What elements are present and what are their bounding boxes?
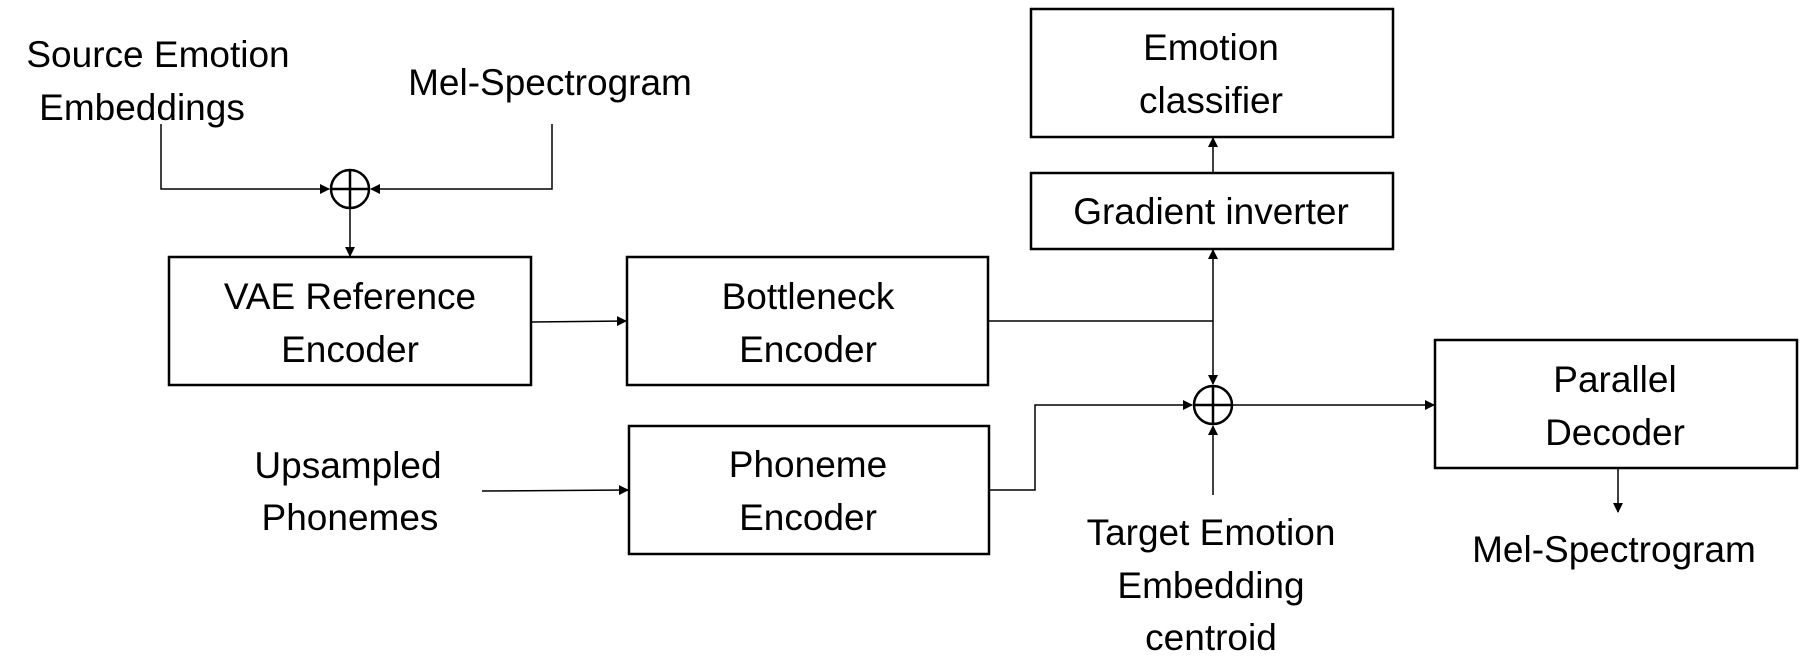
svg-text:Encoder: Encoder <box>281 329 419 370</box>
svg-text:Upsampled: Upsampled <box>254 445 441 486</box>
upsampled-to-phoneme-arrow <box>481 485 629 496</box>
svg-text:Bottleneck: Bottleneck <box>722 276 895 317</box>
svg-text:Phonemes: Phonemes <box>262 497 439 538</box>
phoneme-encoder-block: Phoneme Encoder <box>627 424 991 556</box>
svg-text:classifier: classifier <box>1139 80 1283 121</box>
svg-text:VAE Reference: VAE Reference <box>224 276 476 317</box>
svg-text:Gradient inverter: Gradient inverter <box>1073 191 1349 232</box>
vae-to-bottleneck-arrow <box>530 316 627 327</box>
svg-text:Emotion: Emotion <box>1143 27 1279 68</box>
phoneme-to-decoder-sum-arrow <box>989 400 1193 491</box>
svg-text:Embeddings: Embeddings <box>39 87 245 128</box>
source-emotion-embeddings-label: Source Emotion Embeddings <box>26 34 289 128</box>
emotion-classifier-block: Emotion classifier <box>1029 7 1395 139</box>
mel-input-to-sum-arrow <box>370 124 553 194</box>
svg-text:Parallel: Parallel <box>1553 359 1676 400</box>
bottleneck-encoder-block: Bottleneck Encoder <box>625 255 990 387</box>
mel-spectrogram-output-label: Mel-Spectrogram <box>1472 529 1756 570</box>
svg-text:Decoder: Decoder <box>1545 412 1685 453</box>
svg-text:Source Emotion: Source Emotion <box>26 34 289 75</box>
mel-spectrogram-input-label: Mel-Spectrogram <box>408 62 692 103</box>
svg-text:Encoder: Encoder <box>739 329 877 370</box>
svg-text:Embedding: Embedding <box>1117 565 1304 606</box>
vae-reference-encoder-block: VAE Reference Encoder <box>167 255 533 387</box>
source-emotion-to-sum-arrow <box>160 124 330 194</box>
upsampled-phonemes-label: Upsampled Phonemes <box>254 445 441 538</box>
gradient-inverter-block: Gradient inverter <box>1029 171 1395 251</box>
svg-text:Target Emotion: Target Emotion <box>1087 512 1336 553</box>
parallel-decoder-block: Parallel Decoder <box>1433 338 1799 470</box>
svg-text:Encoder: Encoder <box>739 497 877 538</box>
decoder-sum-node <box>1192 384 1234 426</box>
svg-text:Phoneme: Phoneme <box>729 444 887 485</box>
svg-text:centroid: centroid <box>1145 617 1277 658</box>
input-sum-node <box>329 168 371 210</box>
target-emotion-embedding-centroid-label: Target Emotion Embedding centroid <box>1087 512 1336 658</box>
